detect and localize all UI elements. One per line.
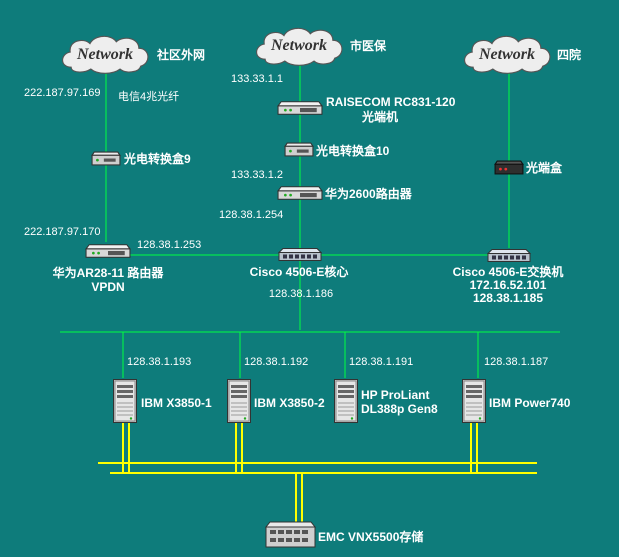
optical-terminal-icon xyxy=(277,101,323,115)
cloud-medical-insurance: Network 市医保 xyxy=(255,27,387,66)
ip-label: 128.38.1.186 xyxy=(269,288,333,300)
device-label: EMC VNX5500存储 xyxy=(318,529,423,544)
cloud-label: 市医保 xyxy=(350,38,387,53)
device-label: 华为AR28-11 路由器 xyxy=(53,265,165,280)
server-ibm-power740: 128.38.1.187 IBM Power740 xyxy=(462,356,571,423)
device-label: Cisco 4506-E交换机 xyxy=(453,264,564,279)
server-icon xyxy=(462,379,486,423)
storage-bus xyxy=(98,423,537,522)
server-icon xyxy=(334,379,358,423)
cloud-text: Network xyxy=(270,37,327,54)
server-label: IBM Power740 xyxy=(489,396,571,410)
cloud-text: Network xyxy=(76,46,133,63)
device-cisco-core-switch: Cisco 4506-E核心 128.38.1.186 xyxy=(250,247,349,300)
server-label: IBM X3850-1 xyxy=(141,396,212,410)
converter-icon xyxy=(91,151,121,166)
ip-label: 133.33.1.2 xyxy=(231,169,283,181)
device-emc-storage: EMC VNX5500存储 xyxy=(264,521,423,548)
server-icon xyxy=(113,379,137,423)
cloud-community-network: Network 社区外网 xyxy=(61,35,205,74)
device-sublabel: 光端机 xyxy=(361,109,398,124)
ip-label-wan: 222.187.97.170 xyxy=(24,226,100,238)
device-label: 光电转换盒9 xyxy=(123,151,191,166)
server-label: IBM X3850-2 xyxy=(254,396,325,410)
cloud-text: Network xyxy=(478,46,535,63)
server-ip: 128.38.1.187 xyxy=(484,356,548,368)
server-ip: 128.38.1.191 xyxy=(349,356,413,368)
cloud-label: 四院 xyxy=(557,47,581,62)
device-label: 光端盒 xyxy=(525,160,563,175)
server-label: HP ProLiant xyxy=(361,388,429,402)
cloud-fourth-hospital: Network 四院 xyxy=(463,35,581,74)
device-ip-line: 172.16.52.101 xyxy=(470,278,547,292)
link-label-telecom-fiber: 电信4兆光纤 xyxy=(118,89,179,103)
server-hp-proliant: 128.38.1.191 HP ProLiant DL388p Gen8 xyxy=(334,356,438,423)
ip-label-community-wan: 222.187.97.169 xyxy=(24,87,100,99)
device-label: 华为2600路由器 xyxy=(325,186,413,201)
ip-label-medical-wan: 133.33.1.1 xyxy=(231,73,283,85)
server-ibm-x3850-2: 128.38.1.192 IBM X3850-2 xyxy=(227,356,325,423)
server-ip: 128.38.1.193 xyxy=(127,356,191,368)
device-huawei-2600-router: 华为2600路由器 128.38.1.254 xyxy=(219,186,413,221)
router-icon xyxy=(277,186,323,200)
device-label: 光电转换盒10 xyxy=(315,143,390,158)
server-sublabel: DL388p Gen8 xyxy=(361,402,438,416)
device-huawei-ar28-router: 222.187.97.170 128.38.1.253 华为AR28-11 路由… xyxy=(24,226,201,294)
server-icon xyxy=(227,379,251,423)
server-ibm-x3850-1: 128.38.1.193 IBM X3850-1 xyxy=(113,356,212,423)
router-icon xyxy=(85,244,131,258)
device-converter-9: 光电转换盒9 xyxy=(91,151,191,166)
storage-array-icon xyxy=(264,521,317,548)
device-label: Cisco 4506-E核心 xyxy=(250,264,349,279)
device-ip-line: 128.38.1.185 xyxy=(473,291,543,305)
switch-icon xyxy=(278,247,322,262)
device-raisecom-optical-terminal: RAISECOM RC831-120 光端机 xyxy=(277,95,456,124)
switch-icon xyxy=(487,248,531,263)
cloud-label: 社区外网 xyxy=(156,47,205,62)
device-label: RAISECOM RC831-120 xyxy=(326,95,456,109)
device-converter-10: 光电转换盒10 133.33.1.2 xyxy=(231,142,390,181)
device-optical-box: 光端盒 xyxy=(494,160,563,175)
ip-label: 128.38.1.254 xyxy=(219,209,283,221)
ip-label-lan: 128.38.1.253 xyxy=(137,239,201,251)
optical-box-icon xyxy=(494,160,524,175)
device-cisco-access-switch: Cisco 4506-E交换机 172.16.52.101 128.38.1.1… xyxy=(453,248,564,305)
device-sublabel: VPDN xyxy=(91,280,124,294)
server-ip: 128.38.1.192 xyxy=(244,356,308,368)
converter-icon xyxy=(284,142,314,157)
